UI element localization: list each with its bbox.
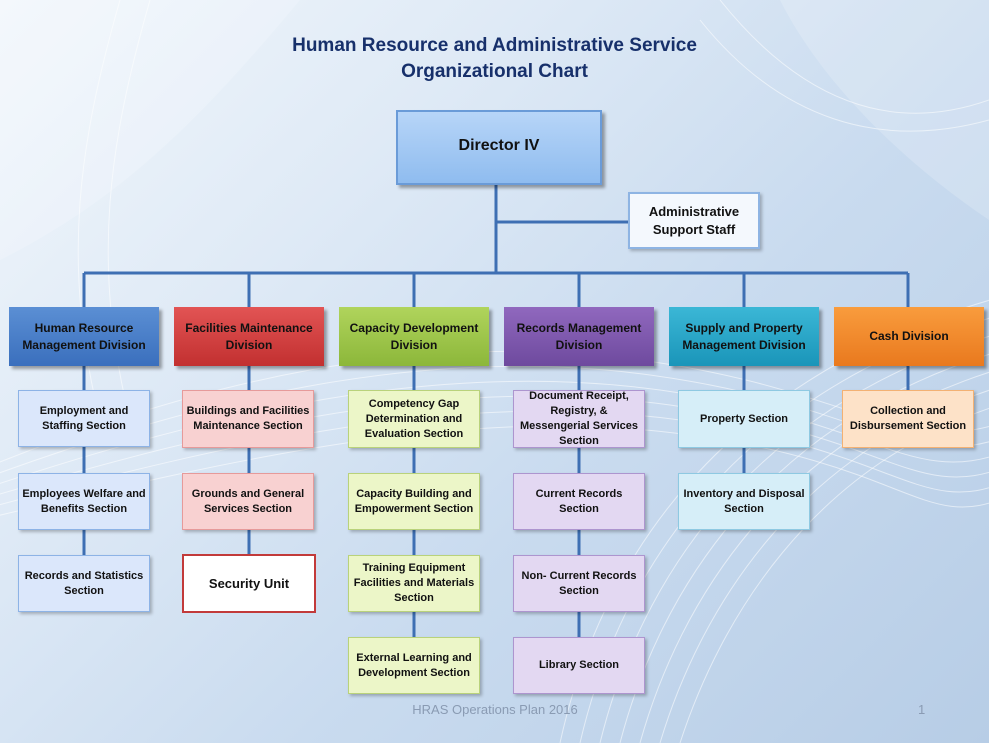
section-external-learning: External Learning and Development Sectio… bbox=[348, 637, 480, 694]
division-supply-property: Supply and Property Management Division bbox=[669, 307, 819, 366]
section-records-statistics: Records and Statistics Section bbox=[18, 555, 150, 612]
section-non-current-records: Non- Current Records Section bbox=[513, 555, 645, 612]
section-collection-disbursement: Collection and Disbursement Section bbox=[842, 390, 974, 448]
chart-title-line-1: Human Resource and Administrative Servic… bbox=[292, 35, 697, 56]
section-grounds-general: Grounds and General Services Section bbox=[182, 473, 314, 530]
section-capacity-building: Capacity Building and Empowerment Sectio… bbox=[348, 473, 480, 530]
division-records-management: Records Management Division bbox=[504, 307, 654, 366]
division-facilities-maintenance: Facilities Maintenance Division bbox=[174, 307, 324, 366]
division-cash: Cash Division bbox=[834, 307, 984, 366]
section-buildings-facilities: Buildings and Facilities Maintenance Sec… bbox=[182, 390, 314, 448]
section-document-receipt: Document Receipt, Registry, & Messengeri… bbox=[513, 390, 645, 448]
section-employment-staffing: Employment and Staffing Section bbox=[18, 390, 150, 447]
chart-title-line-2: Organizational Chart bbox=[401, 61, 588, 82]
director-box: Director IV bbox=[396, 110, 602, 185]
section-current-records: Current Records Section bbox=[513, 473, 645, 530]
section-property: Property Section bbox=[678, 390, 810, 448]
section-competency-gap: Competency Gap Determination and Evaluat… bbox=[348, 390, 480, 448]
admin-support-box: Administrative Support Staff bbox=[628, 192, 760, 249]
section-library: Library Section bbox=[513, 637, 645, 694]
division-capacity-development: Capacity Development Division bbox=[339, 307, 489, 366]
section-inventory-disposal: Inventory and Disposal Section bbox=[678, 473, 810, 530]
division-human-resource: Human Resource Management Division bbox=[9, 307, 159, 366]
section-training-equipment: Training Equipment Facilities and Materi… bbox=[348, 555, 480, 612]
security-unit-box: Security Unit bbox=[182, 554, 316, 613]
footer-text: HRAS Operations Plan 2016 bbox=[412, 702, 578, 717]
page-number: 1 bbox=[918, 702, 926, 717]
section-employees-welfare: Employees Welfare and Benefits Section bbox=[18, 473, 150, 530]
